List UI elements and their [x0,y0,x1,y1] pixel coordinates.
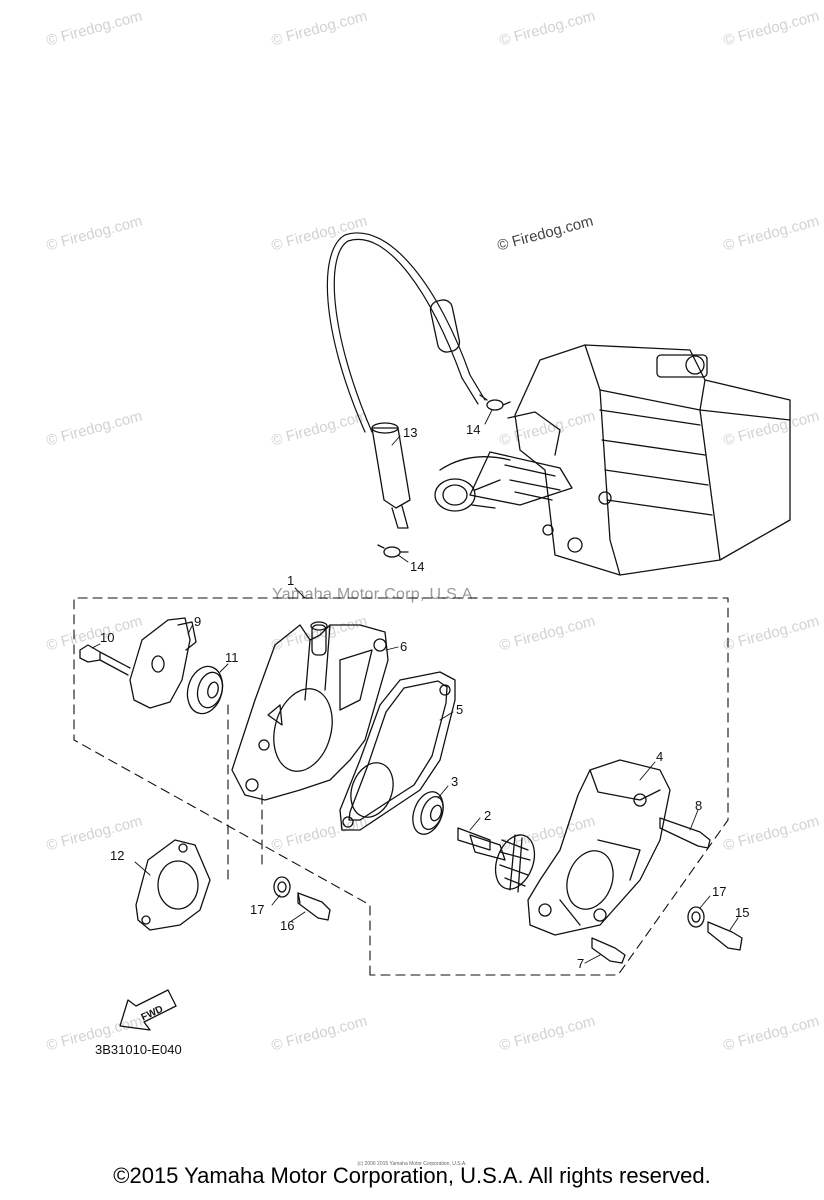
pump-gasket [339,671,456,831]
callout-9: 9 [194,614,202,629]
diagram-code: 3B31010-E040 [95,1042,182,1057]
callout-17-right: 17 [712,884,727,899]
callout-8: 8 [695,798,703,813]
pump-cover [527,759,671,936]
callout-1: 1 [287,573,295,588]
callout-11: 11 [225,650,239,665]
callout-16: 16 [280,918,295,933]
assembly-boundary [73,597,729,976]
bolt-16 [297,892,331,921]
copyright-footer: ©2015 Yamaha Motor Corporation, U.S.A. A… [113,1163,711,1188]
bolt-8 [659,817,711,849]
impeller-shaft [457,827,536,893]
washer-17-left [273,876,291,898]
tiny-credit: (c) 2006 2015 Yamaha Motor Corporation, … [357,1161,467,1167]
pump-housing-cover [231,621,389,801]
callout-7: 7 [577,956,585,971]
washer-17-right [687,906,705,928]
leader-lines [91,409,739,964]
bolt-7 [591,937,626,964]
hose-clip-lower [377,544,409,558]
callout-14-upper: 14 [466,422,481,437]
callout-17-left: 17 [250,902,265,917]
callout-14-lower: 14 [410,559,425,574]
bolt-15 [707,921,743,951]
ghost-label: Yamaha Motor Corp, U.S.A. [272,586,478,603]
oil-seal [412,791,444,835]
callout-10: 10 [100,630,115,645]
callout-5: 5 [456,702,464,717]
callout-6: 6 [400,639,408,654]
callout-3: 3 [451,774,459,789]
reservoir-tank [434,344,791,576]
callout-2: 2 [484,808,492,823]
fwd-arrow [119,989,177,1031]
callout-15: 15 [735,905,750,920]
callout-13: 13 [403,425,418,440]
cover-plate [129,617,197,709]
bearing [186,665,224,715]
radiator-hose [326,232,486,529]
bolt-10 [79,644,131,676]
gasket-plate [135,839,211,931]
fwd-label: FWD [140,1004,165,1024]
hose-clip-upper [479,394,511,411]
callout-12: 12 [110,848,125,863]
callout-4: 4 [656,749,664,764]
